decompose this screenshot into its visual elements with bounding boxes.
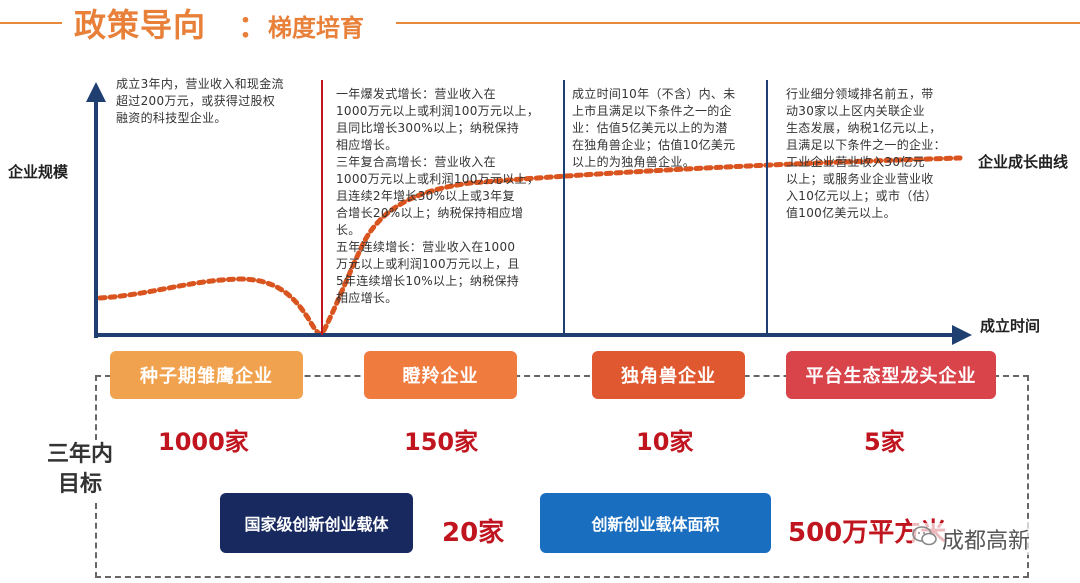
count-seed: 1000家 (158, 428, 249, 456)
stage-description-unicorn: 成立时间10年（不含）内、未 上市且满足以下条件之一的企 业：估值5亿美元以上的… (572, 87, 736, 169)
curve-label: 企业成长曲线 (978, 153, 1069, 171)
count-unicorn: 10家 (636, 428, 694, 456)
goals-label: 三年内目标 (40, 440, 120, 500)
x-axis-label: 成立时间 (980, 317, 1041, 335)
watermark: 成都高新 (912, 523, 1031, 555)
stage-divider-2 (563, 80, 565, 335)
stage-seed: 种子期雏鹰企业 (110, 351, 303, 399)
watermark-text: 成都高新 (942, 529, 1031, 554)
x-axis-arrow (952, 325, 972, 345)
count-gazelle: 150家 (404, 428, 479, 456)
title-colon: ： (238, 10, 268, 45)
y-axis-label: 企业规模 (8, 163, 69, 181)
wechat-icon (912, 525, 938, 553)
x-axis (94, 333, 954, 337)
stage-unicorn: 独角兽企业 (592, 351, 745, 399)
stage-divider-3 (766, 80, 768, 335)
stage-platform: 平台生态型龙头企业 (786, 351, 996, 399)
carrier-national-value: 20家 (442, 518, 505, 548)
header-rule-left (0, 22, 62, 24)
count-platform: 5家 (864, 428, 905, 456)
stage-description-gazelle: 一年爆发式增长：营业收入在 1000万元以上或利润100万元以上， 且同比增长3… (336, 87, 540, 305)
page-title: 政策导向 (74, 6, 207, 44)
header-rule-right (396, 22, 1080, 24)
stage-description-seed: 成立3年内，营业收入和现金流 超过200万元，或获得过股权 融资的科技型企业。 (116, 77, 284, 125)
carrier-national: 国家级创新创业载体 (220, 493, 413, 553)
stage-divider-1 (321, 80, 323, 335)
carrier-area: 创新创业载体面积 (540, 493, 771, 553)
stage-description-platform: 行业细分领域排名前五，带 动30家以上区内关联企业 生态发展，纳税1亿元以上， … (786, 87, 946, 220)
stage-gazelle: 瞪羚企业 (364, 351, 517, 399)
page-subtitle: 梯度培育 (268, 14, 364, 42)
y-axis (94, 98, 98, 338)
y-axis-arrow (86, 82, 106, 102)
